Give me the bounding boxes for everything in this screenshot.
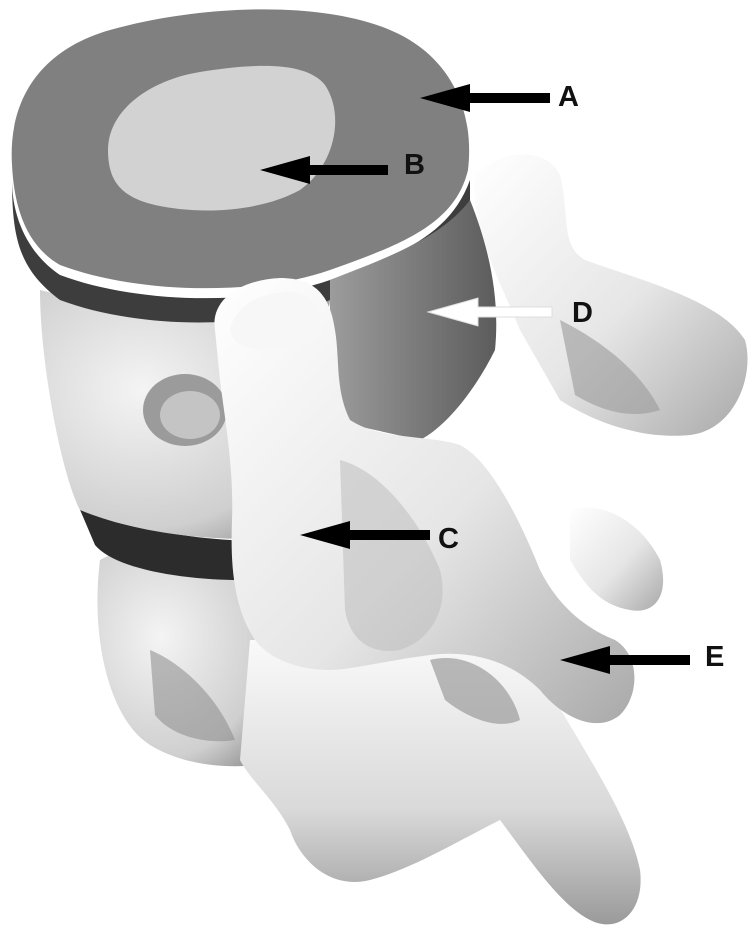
label-e: E [705,641,724,673]
label-a: A [558,81,579,113]
label-b: B [404,149,425,181]
foramen-inner [160,391,220,439]
lower-process-right [570,507,663,610]
label-c: C [438,523,459,555]
label-d: D [572,297,593,329]
